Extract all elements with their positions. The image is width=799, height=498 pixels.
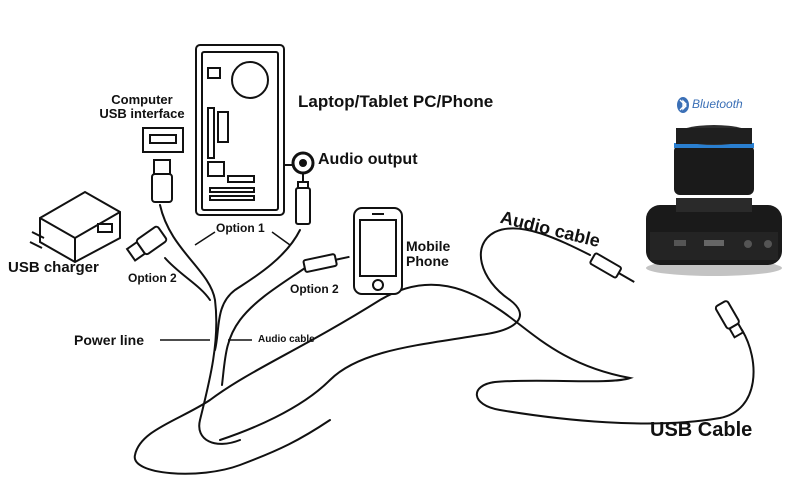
smartphone-icon bbox=[353, 207, 403, 295]
laptop-tablet-pc-phone-label: Laptop/Tablet PC/Phone bbox=[298, 92, 494, 111]
audio-jack-icon bbox=[291, 151, 315, 175]
audio-output-label: Audio output bbox=[318, 151, 418, 168]
option1-to-pc-path bbox=[214, 229, 301, 351]
computer-usb-interface-label: Computer USB interface bbox=[99, 92, 185, 121]
option2-right-path bbox=[221, 267, 306, 386]
usb-plug-icon bbox=[151, 159, 173, 203]
aux-plug-icon bbox=[295, 174, 311, 225]
usb-cable-label: USB Cable bbox=[650, 419, 753, 441]
bluetooth-speaker-icon bbox=[646, 125, 782, 276]
usb-port-icon bbox=[142, 127, 184, 153]
desktop-tower-icon bbox=[195, 44, 285, 216]
audio-cable-to-speaker-path bbox=[219, 227, 591, 441]
bluetooth-label: Bluetooth bbox=[692, 97, 743, 111]
callout-lines bbox=[160, 231, 291, 341]
option2-left-path bbox=[164, 257, 211, 301]
usb-cable-path bbox=[133, 283, 755, 475]
aux-plug-icon bbox=[302, 253, 350, 273]
audio-cable-small-label: Audio cable bbox=[258, 334, 315, 345]
cables bbox=[133, 164, 755, 475]
usb-plug-icon bbox=[714, 300, 745, 339]
mobile-phone-label: Mobile Phone bbox=[406, 238, 451, 269]
aux-plug-icon bbox=[589, 252, 635, 283]
usb-charger-icon bbox=[29, 190, 121, 264]
usb-plug-icon bbox=[125, 225, 168, 262]
option-2-right-label: Option 2 bbox=[290, 282, 339, 296]
usb-charger-label: USB charger bbox=[8, 259, 99, 276]
option-1-label: Option 1 bbox=[216, 221, 265, 235]
option-2-left-label: Option 2 bbox=[128, 271, 177, 285]
power-line-path bbox=[159, 204, 241, 445]
power-line-label: Power line bbox=[74, 332, 145, 348]
bluetooth-logo-icon bbox=[677, 97, 689, 113]
